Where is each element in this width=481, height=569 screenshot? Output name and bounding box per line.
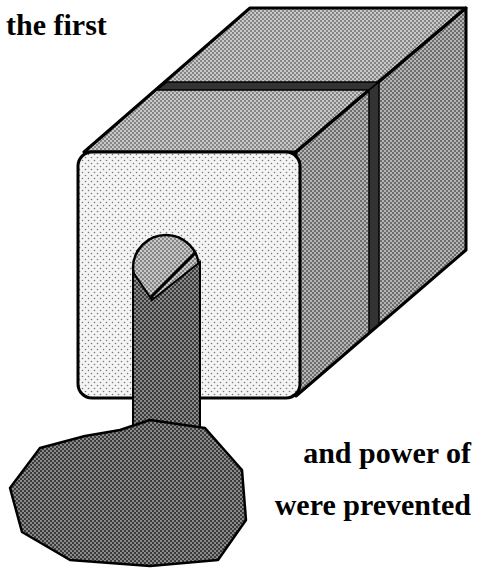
text-fragment: and power of xyxy=(303,436,471,470)
text-fragment: were prevented xyxy=(275,488,471,522)
text-fragment: the first xyxy=(6,8,107,42)
